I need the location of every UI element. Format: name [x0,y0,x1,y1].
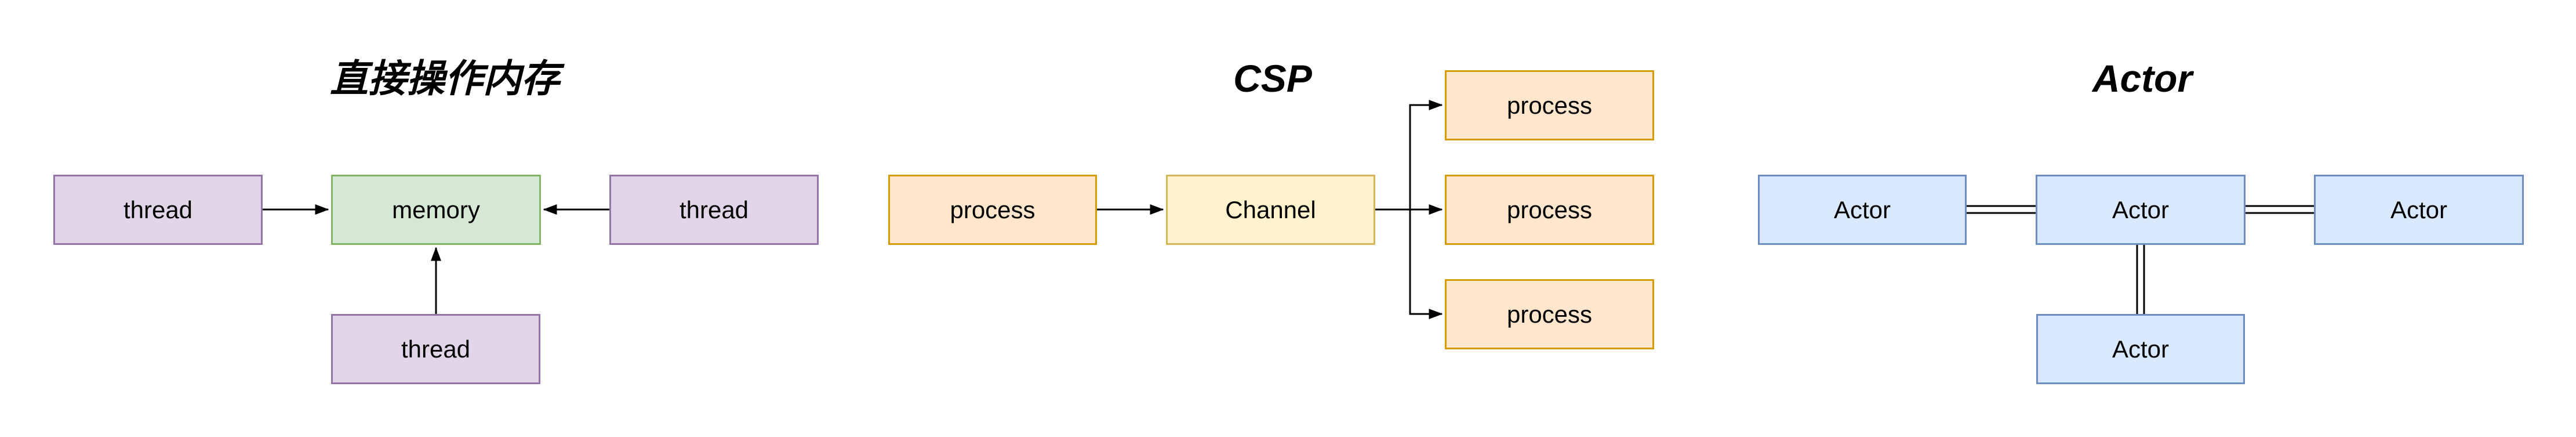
link-actor-left-center [1967,205,2036,214]
node-label: Actor [2390,196,2448,223]
node-label: Channel [1225,196,1316,223]
node-label: Actor [2112,196,2170,223]
section-title-actor: Actor [2092,57,2193,100]
section-title-csp: CSP [1233,57,1312,100]
node-label: thread [401,335,471,363]
link-actor-center-right [2246,205,2314,214]
node-process-source: process [888,175,1097,245]
node-actor-center: Actor [2036,175,2246,245]
node-label: Actor [2112,335,2170,363]
edge-channel-to-process-bottom [1409,210,1443,319]
node-process-middle: process [1445,175,1654,245]
node-label: process [950,196,1036,223]
node-thread-right: thread [609,175,819,245]
node-label: thread [679,196,749,223]
node-process-top: process [1445,70,1654,140]
node-actor-right: Actor [2314,175,2524,245]
node-label: process [1506,300,1593,328]
section-title-shared-memory: 直接操作内存 [330,57,559,100]
node-actor-bottom: Actor [2036,314,2245,384]
edge-channel-to-process-top [1409,100,1443,210]
node-thread-bottom: thread [331,314,540,384]
node-label: process [1506,196,1593,223]
node-channel: Channel [1166,175,1375,245]
node-thread-left: thread [53,175,263,245]
node-label: thread [123,196,193,223]
link-actor-center-bottom [2136,245,2145,314]
node-label: Actor [1833,196,1891,223]
node-memory: memory [331,175,541,245]
node-label: process [1506,91,1593,119]
node-process-bottom: process [1445,279,1654,349]
node-actor-left: Actor [1758,175,1967,245]
node-label: memory [392,196,480,223]
